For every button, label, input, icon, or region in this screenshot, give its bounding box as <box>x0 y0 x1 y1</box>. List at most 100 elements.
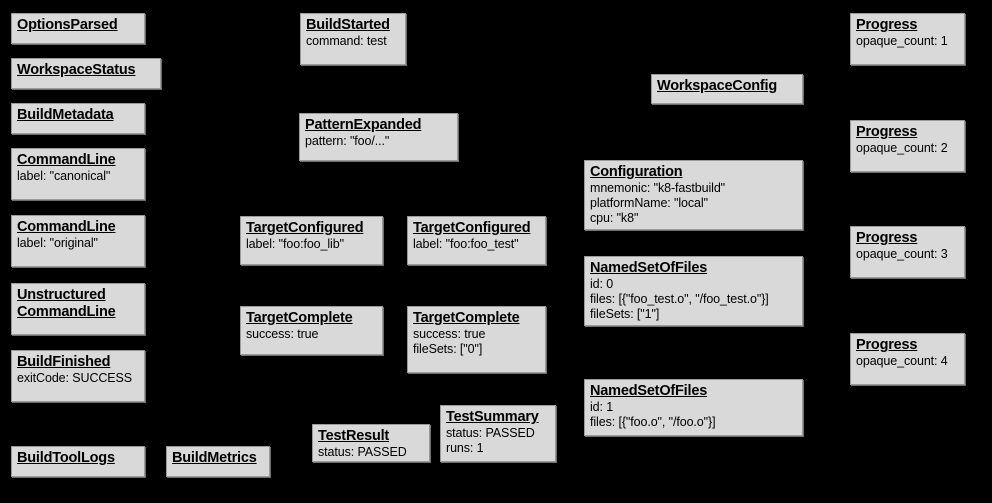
node-title-line: NamedSetOfFiles <box>590 260 708 276</box>
node-fields: exitCode: SUCCESS <box>17 371 139 386</box>
event-node-build-tool-logs[interactable]: BuildToolLogs <box>11 446 145 477</box>
event-node-build-metrics[interactable]: BuildMetrics <box>166 446 270 477</box>
node-fields: label: "foo:foo_lib" <box>246 237 377 252</box>
node-field: status: PASSED <box>446 426 535 440</box>
node-fields: status: PASSED <box>318 445 424 460</box>
node-field: label: "canonical" <box>17 169 111 183</box>
node-title-line: BuildFinished <box>17 354 111 370</box>
node-title-line: WorkspaceConfig <box>657 78 778 94</box>
node-title: Progress <box>856 17 959 34</box>
event-node-build-metadata[interactable]: BuildMetadata <box>11 103 145 134</box>
node-title: TargetComplete <box>413 310 540 327</box>
node-field: opaque_count: 3 <box>856 247 948 261</box>
node-field: pattern: "foo/..." <box>305 134 390 148</box>
node-title-line: Unstructured <box>17 287 106 303</box>
node-field: id: 0 <box>590 277 614 291</box>
node-field: success: true <box>413 327 486 341</box>
node-field: opaque_count: 4 <box>856 354 948 368</box>
node-field: fileSets: ["1"] <box>590 307 660 321</box>
node-title-line: TestSummary <box>446 409 539 425</box>
node-title-line: CommandLine <box>17 219 116 235</box>
node-title: CommandLine <box>17 219 139 236</box>
node-title-line: TargetConfigured <box>413 220 531 236</box>
event-node-options-parsed[interactable]: OptionsParsed <box>11 13 145 44</box>
node-title: BuildMetadata <box>17 107 139 124</box>
node-title: TargetComplete <box>246 310 377 327</box>
node-field: success: true <box>246 327 319 341</box>
node-title-line: NamedSetOfFiles <box>590 383 708 399</box>
node-field: label: "foo:foo_test" <box>413 237 519 251</box>
node-field: files: [{"foo.o", "/foo.o"}] <box>590 415 716 429</box>
node-title: TargetConfigured <box>413 220 540 237</box>
node-field: exitCode: SUCCESS <box>17 371 133 385</box>
node-field: label: "original" <box>17 236 98 250</box>
node-title: BuildStarted <box>306 17 400 34</box>
node-title: Configuration <box>590 164 797 181</box>
node-title: Progress <box>856 337 959 354</box>
node-title-line: Progress <box>856 124 918 140</box>
node-field: fileSets: ["0"] <box>413 342 483 356</box>
node-field: status: PASSED <box>318 445 407 459</box>
node-title: BuildFinished <box>17 354 139 371</box>
node-field: opaque_count: 2 <box>856 141 948 155</box>
node-fields: pattern: "foo/..." <box>305 134 452 149</box>
node-title-line: TargetConfigured <box>246 220 364 236</box>
node-fields: label: "original" <box>17 236 139 251</box>
node-title: OptionsParsed <box>17 17 139 34</box>
event-node-workspace-config[interactable]: WorkspaceConfig <box>651 74 803 104</box>
node-title-line: BuildToolLogs <box>17 450 115 466</box>
node-title: CommandLine <box>17 152 139 169</box>
node-title: WorkspaceStatus <box>17 62 155 79</box>
node-title-line: CommandLine <box>17 304 116 320</box>
node-title: TestResult <box>318 428 424 445</box>
node-field: cpu: "k8" <box>590 211 639 225</box>
node-fields: opaque_count: 4 <box>856 354 959 369</box>
node-title-line: BuildMetrics <box>172 450 257 466</box>
node-field: opaque_count: 1 <box>856 34 948 48</box>
node-fields: label: "canonical" <box>17 169 139 184</box>
node-title-line: TargetComplete <box>413 310 520 326</box>
node-title: WorkspaceConfig <box>657 78 797 95</box>
node-title: PatternExpanded <box>305 117 452 134</box>
node-field: id: 1 <box>590 400 614 414</box>
event-node-workspace-status[interactable]: WorkspaceStatus <box>11 58 161 89</box>
node-field: mnemonic: "k8-fastbuild" <box>590 181 726 195</box>
node-fields: opaque_count: 1 <box>856 34 959 49</box>
node-title: TestSummary <box>446 409 550 426</box>
node-field: platformName: "local" <box>590 196 708 210</box>
node-field: label: "foo:foo_lib" <box>246 237 344 251</box>
node-fields: opaque_count: 2 <box>856 141 959 156</box>
node-fields: success: true <box>246 327 377 342</box>
node-title: BuildMetrics <box>172 450 264 467</box>
node-title-line: Progress <box>856 230 918 246</box>
node-title-line: PatternExpanded <box>305 117 422 133</box>
node-fields: opaque_count: 3 <box>856 247 959 262</box>
node-title-line: OptionsParsed <box>17 17 118 33</box>
node-title-line: TargetComplete <box>246 310 353 326</box>
node-field: runs: 1 <box>446 441 484 455</box>
